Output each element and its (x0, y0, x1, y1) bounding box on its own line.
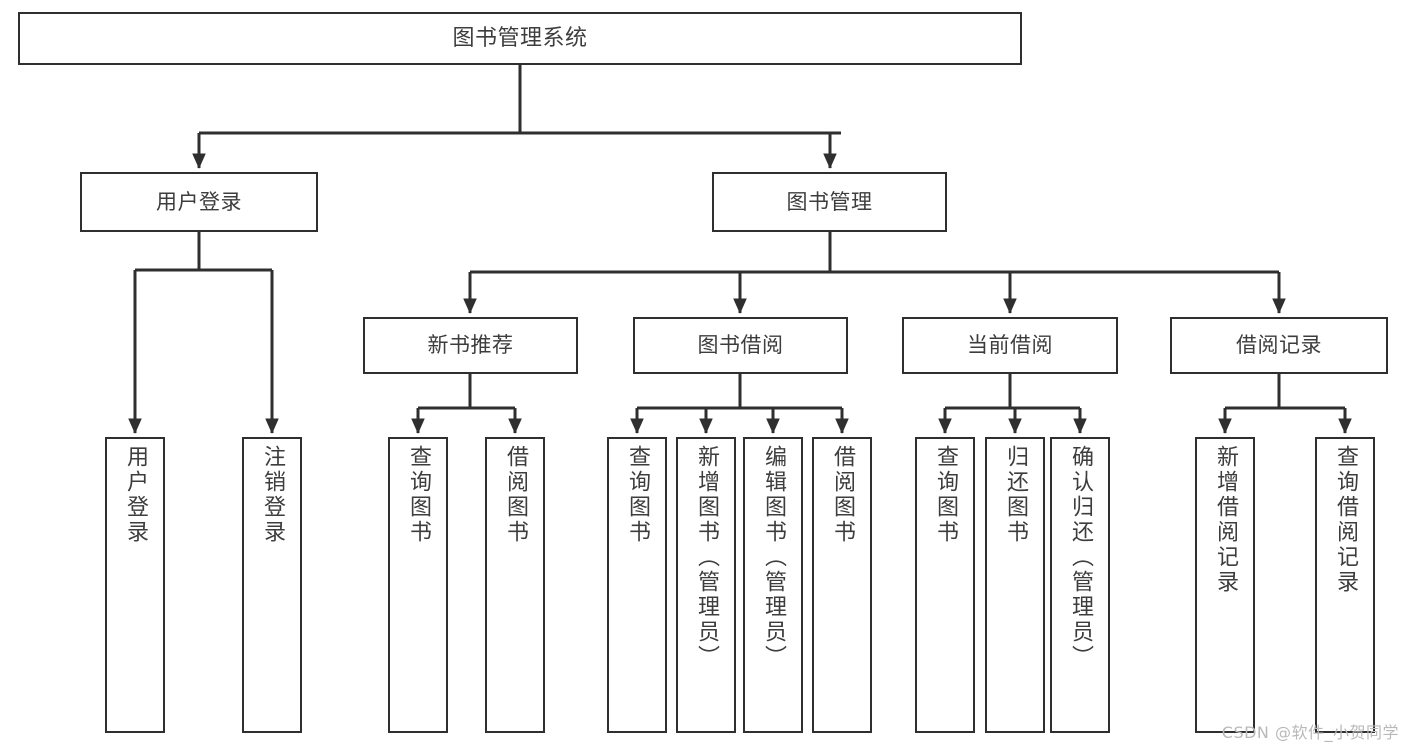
node-leaf-query-book-3[interactable]: 查询图书 (915, 437, 975, 733)
node-user-login[interactable]: 用户登录 (80, 172, 318, 232)
node-leaf-user-logout[interactable]: 注销登录 (242, 437, 302, 733)
node-leaf-confirm-return-label: 确认归还（管理员） (1068, 445, 1093, 670)
node-leaf-user-login-label: 用户登录 (123, 445, 148, 545)
node-book-manage[interactable]: 图书管理 (712, 172, 947, 232)
node-leaf-add-record-label: 新增借阅记录 (1213, 445, 1238, 595)
node-user-login-label: 用户登录 (156, 189, 242, 214)
node-leaf-edit-book[interactable]: 编辑图书（管理员） (743, 437, 803, 733)
node-leaf-query-book-1-label: 查询图书 (406, 445, 431, 545)
node-leaf-query-book-2-label: 查询图书 (625, 445, 650, 545)
node-leaf-add-book-label: 新增图书（管理员） (694, 445, 719, 670)
node-leaf-user-login[interactable]: 用户登录 (105, 437, 165, 733)
node-leaf-return-book-label: 归还图书 (1003, 445, 1028, 545)
node-leaf-user-logout-label: 注销登录 (260, 445, 285, 545)
node-leaf-borrow-book-2-label: 借阅图书 (830, 445, 855, 545)
node-leaf-add-record[interactable]: 新增借阅记录 (1195, 437, 1255, 733)
csdn-watermark: CSDN @软件_小贺同学 (1221, 723, 1399, 742)
node-leaf-borrow-book-2[interactable]: 借阅图书 (812, 437, 872, 733)
node-leaf-edit-book-label: 编辑图书（管理员） (761, 445, 786, 670)
node-book-borrow-label: 图书借阅 (697, 333, 784, 358)
node-root-label: 图书管理系统 (452, 25, 588, 51)
node-leaf-query-book-1[interactable]: 查询图书 (388, 437, 448, 733)
node-current-borrow[interactable]: 当前借阅 (902, 317, 1118, 374)
node-leaf-return-book[interactable]: 归还图书 (985, 437, 1045, 733)
node-new-book-recommend-label: 新书推荐 (427, 333, 514, 358)
node-book-borrow[interactable]: 图书借阅 (633, 317, 848, 374)
node-leaf-add-book[interactable]: 新增图书（管理员） (676, 437, 736, 733)
node-current-borrow-label: 当前借阅 (967, 333, 1053, 358)
node-book-manage-label: 图书管理 (786, 189, 873, 214)
node-leaf-borrow-book-1[interactable]: 借阅图书 (485, 437, 545, 733)
node-new-book-recommend[interactable]: 新书推荐 (363, 317, 578, 374)
node-leaf-query-record-label: 查询借阅记录 (1333, 445, 1358, 595)
node-leaf-confirm-return[interactable]: 确认归还（管理员） (1050, 437, 1110, 733)
node-leaf-query-book-2[interactable]: 查询图书 (607, 437, 667, 733)
node-borrow-record[interactable]: 借阅记录 (1170, 317, 1388, 374)
node-leaf-query-record[interactable]: 查询借阅记录 (1315, 437, 1375, 733)
node-leaf-borrow-book-1-label: 借阅图书 (503, 445, 528, 545)
node-borrow-record-label: 借阅记录 (1236, 333, 1322, 358)
node-root[interactable]: 图书管理系统 (18, 12, 1022, 65)
node-leaf-query-book-3-label: 查询图书 (933, 445, 958, 545)
